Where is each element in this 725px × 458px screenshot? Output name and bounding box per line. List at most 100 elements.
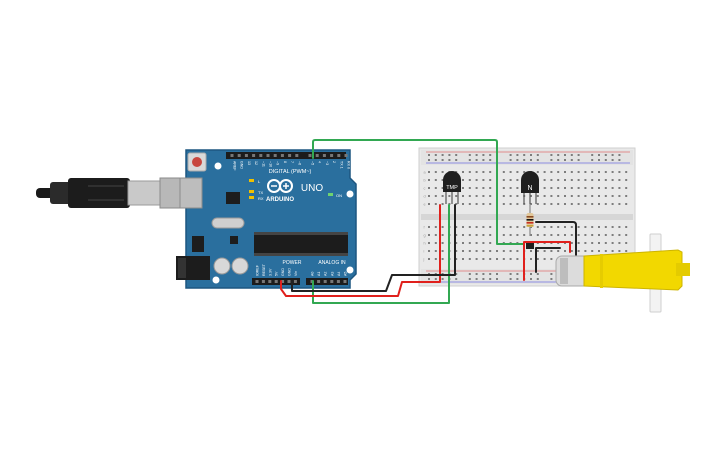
terminal-hole xyxy=(434,258,437,260)
rail-hole xyxy=(441,159,444,161)
rail-hole xyxy=(448,159,451,161)
terminal-hole xyxy=(455,258,458,260)
digital-pin[interactable] xyxy=(295,154,299,157)
rail-hole xyxy=(482,273,485,275)
digital-pin[interactable] xyxy=(273,154,277,157)
terminal-hole xyxy=(598,242,600,244)
terminal-hole xyxy=(570,187,573,189)
terminal-hole xyxy=(434,250,437,252)
power-pin[interactable] xyxy=(268,280,272,283)
terminal-hole xyxy=(441,187,444,189)
rail-hole xyxy=(455,278,458,280)
terminal-hole xyxy=(441,234,444,236)
terminal-hole xyxy=(604,195,607,197)
terminal-hole xyxy=(441,171,444,173)
wire-gnd-to-sensor xyxy=(291,204,456,292)
terminal-hole xyxy=(441,258,444,260)
digital-pin[interactable] xyxy=(259,154,263,157)
power-pin[interactable] xyxy=(261,280,265,283)
led-label-tx: TX xyxy=(258,190,263,195)
digital-pin-label: ~9 xyxy=(276,161,280,165)
npn-transistor[interactable]: N xyxy=(521,171,539,204)
digital-header xyxy=(226,152,346,159)
power-pin[interactable] xyxy=(287,280,291,283)
wires[interactable] xyxy=(280,139,577,304)
terminal-hole xyxy=(550,234,553,236)
terminal-hole xyxy=(543,226,546,228)
digital-pin[interactable] xyxy=(322,154,326,157)
rail-hole xyxy=(557,159,560,161)
analog-pin[interactable] xyxy=(343,280,347,283)
transistor-label: N xyxy=(527,185,532,192)
terminal-hole xyxy=(434,187,437,189)
digital-pin[interactable] xyxy=(330,154,334,157)
terminal-hole xyxy=(462,234,464,236)
dc-motor[interactable] xyxy=(555,233,690,313)
terminal-hole xyxy=(509,171,512,173)
atmega-chip xyxy=(254,232,348,256)
digital-pin[interactable] xyxy=(288,154,292,157)
analog-pin[interactable] xyxy=(323,280,327,283)
terminal-hole xyxy=(489,187,492,189)
analog-pin[interactable] xyxy=(330,280,334,283)
terminal-hole xyxy=(468,234,471,236)
terminal-hole xyxy=(509,195,512,197)
resistor[interactable] xyxy=(526,204,534,236)
terminal-hole xyxy=(475,258,478,260)
digital-pin[interactable] xyxy=(244,154,248,157)
power-pin[interactable] xyxy=(255,280,259,283)
row-letter: d xyxy=(424,195,426,199)
terminal-hole xyxy=(482,203,485,205)
terminal-hole xyxy=(625,187,628,189)
wire-5v-to-sensor xyxy=(280,204,441,297)
terminal-hole xyxy=(468,226,471,228)
terminal-hole xyxy=(434,242,437,244)
terminal-hole xyxy=(482,234,485,236)
rail-hole xyxy=(489,159,492,161)
digital-pin[interactable] xyxy=(315,154,319,157)
terminal-hole xyxy=(570,203,573,205)
digital-pin[interactable] xyxy=(230,154,234,157)
digital-pin[interactable] xyxy=(308,154,312,157)
rail-hole xyxy=(618,154,621,156)
power-pin[interactable] xyxy=(274,280,278,283)
terminal-hole xyxy=(564,195,566,197)
terminal-hole xyxy=(570,226,573,228)
terminal-hole xyxy=(584,179,587,181)
usb-cable[interactable] xyxy=(36,177,187,209)
terminal-hole xyxy=(536,203,539,205)
rail-hole xyxy=(564,159,566,161)
terminal-hole xyxy=(625,179,628,181)
terminal-hole xyxy=(428,179,430,181)
analog-pin[interactable] xyxy=(317,280,321,283)
terminal-hole xyxy=(428,171,430,173)
power-pin[interactable] xyxy=(281,280,285,283)
temperature-sensor[interactable]: TMP xyxy=(443,171,461,204)
analog-pin[interactable] xyxy=(336,280,340,283)
terminal-hole xyxy=(462,195,464,197)
power-jack[interactable] xyxy=(176,256,210,280)
rail-hole xyxy=(482,278,485,280)
terminal-hole xyxy=(604,226,607,228)
digital-pin-label: GND xyxy=(240,161,244,169)
digital-pin[interactable] xyxy=(237,154,241,157)
diode[interactable] xyxy=(526,243,534,249)
terminal-hole xyxy=(502,187,505,189)
digital-pin[interactable] xyxy=(252,154,256,157)
usb-port[interactable] xyxy=(179,177,203,209)
reset-button[interactable] xyxy=(187,152,207,172)
terminal-hole xyxy=(428,250,430,252)
terminal-hole xyxy=(462,171,464,173)
rail-hole xyxy=(591,159,594,161)
rail-hole xyxy=(434,278,437,280)
terminal-hole xyxy=(502,226,505,228)
digital-pin[interactable] xyxy=(337,154,341,157)
digital-pin[interactable] xyxy=(266,154,270,157)
digital-pin[interactable] xyxy=(344,154,348,157)
power-pin[interactable] xyxy=(293,280,297,283)
terminal-hole xyxy=(428,187,430,189)
terminal-hole xyxy=(618,250,621,252)
terminal-hole xyxy=(441,226,444,228)
digital-pin[interactable] xyxy=(280,154,284,157)
